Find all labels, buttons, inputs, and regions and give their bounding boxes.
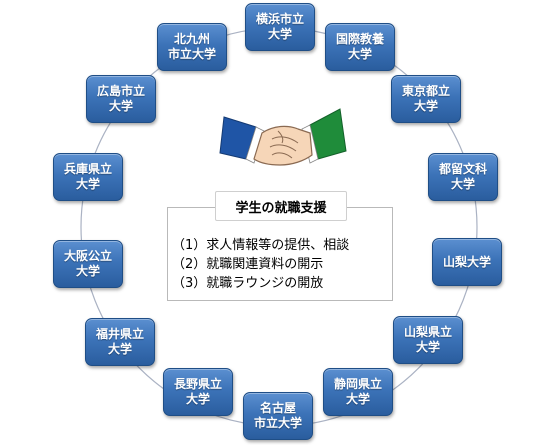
- university-node: 兵庫県立 大学: [53, 153, 123, 201]
- service-item: （2）就職関連資料の開示: [172, 257, 324, 272]
- handshake-icon: [219, 108, 347, 166]
- university-node: 静岡県立 大学: [323, 368, 393, 416]
- university-node: 福井県立 大学: [85, 318, 155, 366]
- university-node: 大阪公立 大学: [53, 240, 123, 288]
- university-node: 国際教養 大学: [325, 23, 395, 71]
- university-node: 長野県立 大学: [163, 368, 233, 416]
- university-node: 広島市立 大学: [86, 75, 156, 123]
- university-node: 都留文科 大学: [428, 153, 498, 201]
- university-node: 山梨県立 大学: [393, 316, 463, 364]
- services-title: 学生の就職支援: [215, 191, 347, 221]
- service-item: （3）就職ラウンジの開放: [172, 276, 324, 291]
- university-node: 山梨大学: [432, 238, 502, 286]
- services-list: （1）求人情報等の提供、相談 （2）就職関連資料の開示 （3）就職ラウンジの開放: [172, 236, 349, 293]
- service-item: （1）求人情報等の提供、相談: [172, 238, 350, 253]
- university-node: 名古屋 市立大学: [243, 392, 313, 440]
- university-node: 北九州 市立大学: [157, 23, 227, 71]
- university-node: 東京都立 大学: [391, 75, 461, 123]
- university-node: 横浜市立 大学: [245, 3, 315, 51]
